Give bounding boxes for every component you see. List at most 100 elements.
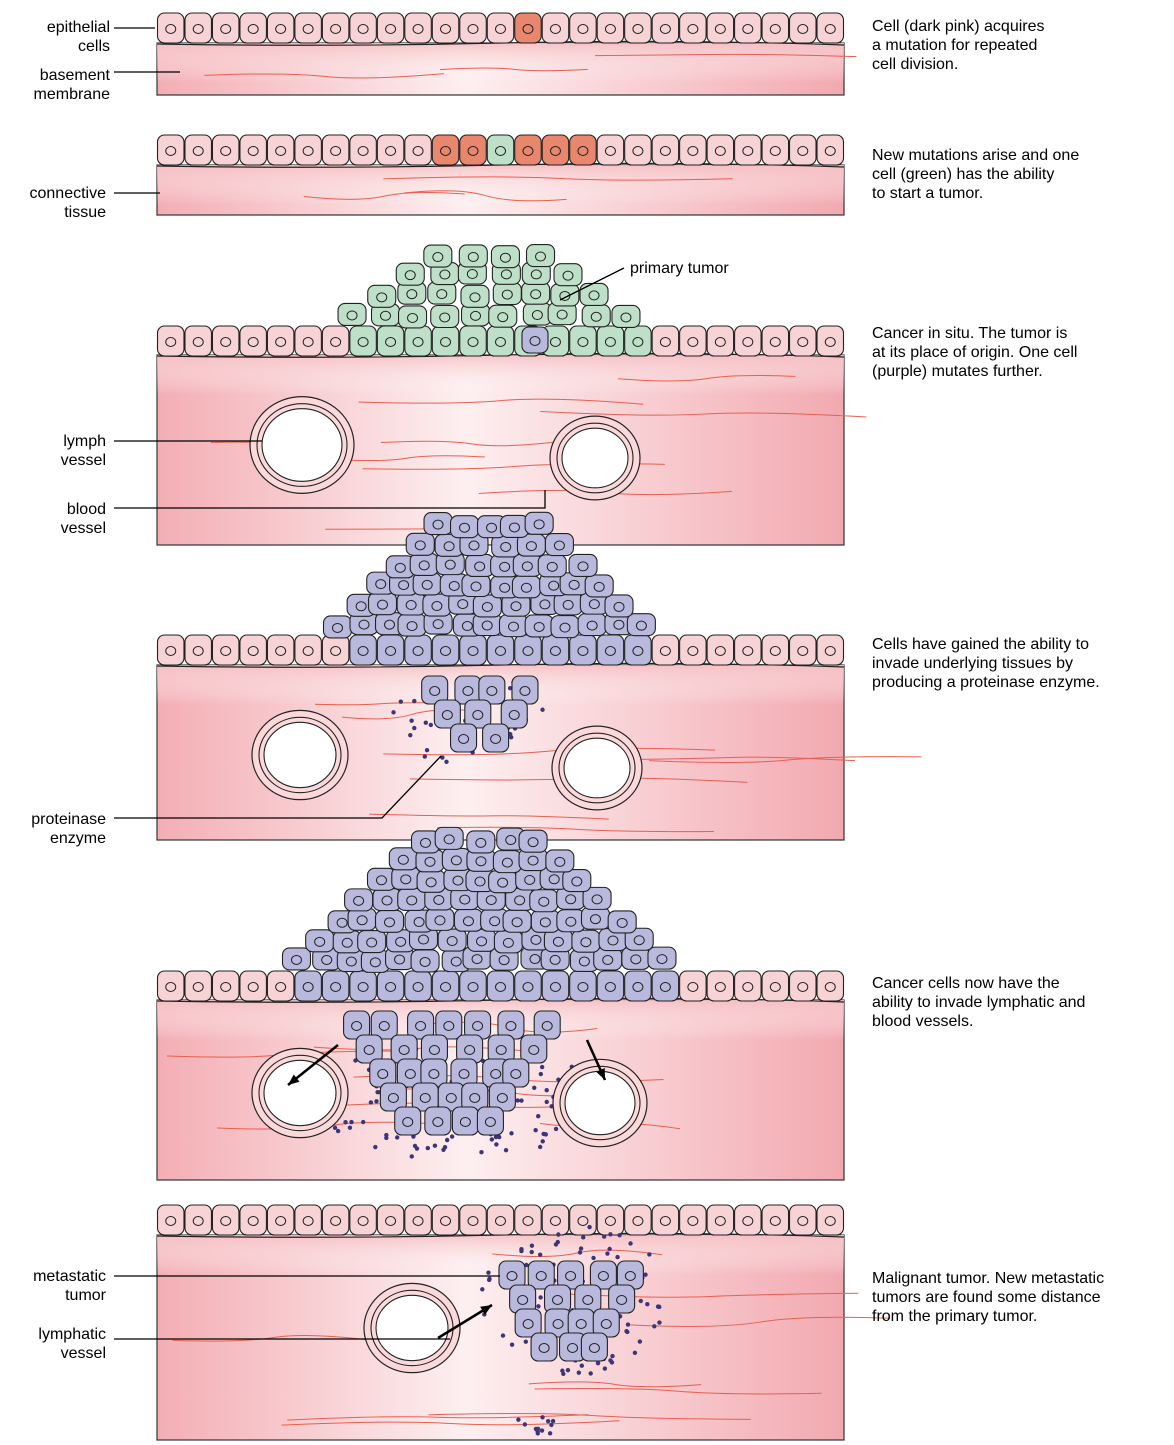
epithelial-cell bbox=[542, 971, 568, 1001]
invading-cell bbox=[501, 700, 527, 728]
tumor-cell bbox=[451, 516, 479, 538]
epithelial-cell bbox=[625, 1205, 651, 1235]
proteinase-dot bbox=[441, 1148, 445, 1152]
epithelial-cell bbox=[652, 971, 678, 1001]
tumor-cell bbox=[454, 909, 482, 931]
proteinase-dot bbox=[588, 1371, 592, 1375]
tumor-cell bbox=[544, 930, 572, 952]
epithelial-cell bbox=[212, 635, 238, 665]
tumor-cell bbox=[491, 246, 519, 268]
step-4-description: Cells have gained the ability to invade … bbox=[872, 635, 1172, 692]
epithelial-cell bbox=[790, 635, 816, 665]
tumor-cell bbox=[494, 931, 522, 953]
epithelial-cell bbox=[735, 326, 761, 356]
step-5-description: Cancer cells now have the ability to inv… bbox=[872, 974, 1172, 1031]
epithelial-cell bbox=[432, 135, 458, 165]
epithelial-cell bbox=[625, 13, 651, 43]
proteinase-dot bbox=[333, 1126, 337, 1130]
epithelial-cell bbox=[652, 13, 678, 43]
proteinase-dot bbox=[424, 720, 428, 724]
proteinase-dot bbox=[566, 1368, 570, 1372]
panel-2 bbox=[157, 135, 844, 215]
tumor-cell bbox=[499, 615, 527, 637]
proteinase-dot bbox=[479, 1150, 483, 1154]
epithelial-cell bbox=[295, 135, 321, 165]
tumor-cell bbox=[406, 533, 434, 555]
proteinase-dot bbox=[579, 1246, 583, 1250]
epithelial-cell bbox=[680, 635, 706, 665]
invading-cell bbox=[483, 724, 509, 752]
proteinase-dot bbox=[444, 760, 448, 764]
primary-tumor-label: primary tumor bbox=[630, 259, 729, 278]
proteinase-dot bbox=[608, 1358, 612, 1362]
proteinase-dot bbox=[647, 1252, 651, 1256]
epithelial-cell bbox=[680, 135, 706, 165]
epithelial-cell bbox=[267, 635, 293, 665]
proteinase-dot bbox=[546, 1419, 550, 1423]
tumor-cell bbox=[462, 575, 490, 597]
tumor-cell bbox=[519, 830, 547, 852]
epithelial-cell bbox=[432, 971, 458, 1001]
epithelial-cell bbox=[515, 13, 541, 43]
tumor-cell bbox=[338, 303, 366, 325]
tumor-cell bbox=[500, 515, 528, 537]
proteinase-dot bbox=[426, 1146, 430, 1150]
proteinase-dot bbox=[486, 1270, 490, 1274]
epithelial-cell bbox=[680, 326, 706, 356]
metastatic-tumor-label: metastatic tumor bbox=[0, 1267, 106, 1305]
proteinase-dot bbox=[556, 1232, 560, 1236]
proteinase-dot bbox=[605, 1251, 609, 1255]
epithelial-cell bbox=[652, 326, 678, 356]
tumor-cell bbox=[411, 950, 439, 972]
tumor-cell bbox=[323, 616, 351, 638]
epithelial-cell bbox=[542, 635, 568, 665]
epithelial-cell bbox=[212, 971, 238, 1001]
blood-vessel-label: blood vessel bbox=[10, 500, 106, 538]
epithelial-cell bbox=[322, 971, 348, 1001]
proteinase-dot bbox=[425, 748, 429, 752]
epithelial-cell bbox=[267, 326, 293, 356]
epithelial-cell bbox=[707, 971, 733, 1001]
tumor-cell bbox=[461, 285, 489, 307]
proteinase-dot bbox=[539, 1072, 543, 1076]
tumor-cell bbox=[538, 555, 566, 577]
epithelial-cell bbox=[597, 326, 623, 356]
proteinase-dot bbox=[652, 1324, 656, 1328]
panel-3 bbox=[157, 245, 866, 545]
tumor-cell bbox=[530, 890, 558, 912]
proteinase-dot bbox=[591, 1256, 595, 1260]
tumor-cell bbox=[525, 512, 553, 534]
epithelial-cell bbox=[322, 135, 348, 165]
tumor-cell bbox=[545, 534, 573, 556]
epithelial-cell bbox=[460, 1205, 486, 1235]
proteinase-dot bbox=[545, 1088, 549, 1092]
tumor-cell bbox=[493, 283, 521, 305]
epithelial-cell bbox=[240, 971, 266, 1001]
proteinase-dot bbox=[375, 1090, 379, 1094]
epithelial-cell bbox=[460, 971, 486, 1001]
epithelial-cell bbox=[707, 13, 733, 43]
epithelial-cell bbox=[185, 971, 211, 1001]
epithelial-cell bbox=[790, 135, 816, 165]
proteinase-dot bbox=[536, 1427, 540, 1431]
epithelial-cell bbox=[377, 971, 403, 1001]
epithelial-cell bbox=[515, 135, 541, 165]
proteinase-dot bbox=[578, 1250, 582, 1254]
epithelial-cell bbox=[158, 635, 184, 665]
tumor-cell bbox=[423, 594, 451, 616]
epithelial-cell bbox=[735, 135, 761, 165]
proteinase-dot bbox=[516, 1417, 520, 1421]
tumor-cell bbox=[431, 305, 459, 327]
tumor-cell bbox=[373, 889, 401, 911]
proteinase-dot bbox=[487, 1278, 491, 1282]
tumor-cell bbox=[551, 284, 579, 306]
invading-cell bbox=[451, 724, 477, 752]
tumor-cell bbox=[525, 615, 553, 637]
tumor-cell bbox=[392, 867, 420, 889]
epithelial-cell bbox=[735, 1205, 761, 1235]
invading-cell bbox=[521, 1035, 547, 1063]
proteinase-dot bbox=[615, 1255, 619, 1259]
proteinase-dot bbox=[533, 1128, 537, 1132]
basement-membrane-label: basement membrane bbox=[0, 66, 110, 104]
epithelial-cell bbox=[240, 1205, 266, 1235]
